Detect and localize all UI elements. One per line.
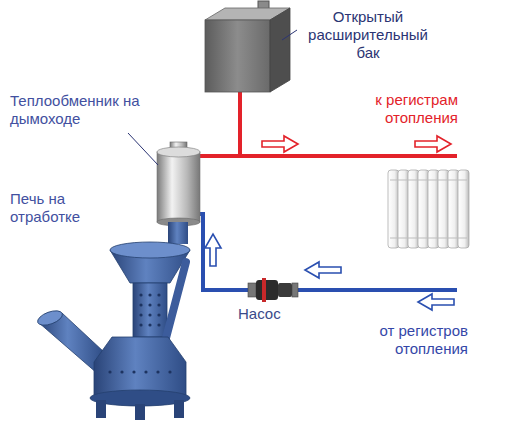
waste-oil-furnace-part: [135, 404, 145, 420]
chimney-heat-exchanger-part: [157, 152, 200, 222]
leader-line-part: [128, 133, 158, 165]
waste-oil-furnace-part: [133, 283, 167, 337]
flow-arrow-part: [415, 136, 451, 152]
waste-oil-furnace-part: [139, 293, 142, 296]
radiator-part: [390, 238, 467, 239]
return-label: от регистров отопления: [322, 322, 468, 358]
circulation-pump-part: [292, 283, 298, 297]
waste-oil-furnace-part: [110, 242, 190, 258]
waste-oil-furnace-part: [139, 303, 142, 306]
circulation-pump-part: [256, 280, 278, 300]
supply-pipe: [200, 92, 457, 156]
waste-oil-furnace-part: [157, 323, 160, 326]
flow-arrow: [262, 136, 451, 152]
leader-line-part: [282, 30, 297, 40]
flow-arrow-part: [205, 234, 221, 266]
leader-line: [128, 30, 297, 165]
furnace-label: Печь на отработке: [10, 190, 106, 226]
waste-oil-furnace-part: [148, 313, 151, 316]
waste-oil-furnace-part: [156, 370, 159, 373]
waste-oil-furnace-part: [36, 308, 65, 328]
waste-oil-furnace-part: [108, 370, 111, 373]
circulation-pump-part: [262, 278, 266, 302]
waste-oil-furnace-part: [157, 303, 160, 306]
radiator-part: [390, 180, 467, 181]
flow-arrow-part: [305, 262, 341, 278]
circulation-pump: [248, 278, 298, 302]
circulation-pump-part: [278, 283, 292, 297]
radiator-part: [458, 170, 469, 248]
radiator-part: [438, 170, 449, 248]
expansion-tank-part: [270, 8, 290, 92]
circulation-pump-part: [248, 283, 256, 297]
supply-pipe-part: [200, 92, 457, 156]
expansion-tank: [205, 1, 290, 92]
waste-oil-furnace-part: [148, 323, 151, 326]
flow-arrow: [205, 234, 454, 310]
pump-label: Насос: [238, 305, 308, 323]
waste-oil-furnace: [36, 222, 190, 420]
waste-oil-furnace-part: [139, 313, 142, 316]
waste-oil-furnace-part: [148, 293, 151, 296]
waste-oil-furnace-part: [144, 370, 147, 373]
waste-oil-furnace-part: [139, 323, 142, 326]
supply-label: к регистрам отопления: [312, 91, 458, 127]
waste-oil-furnace-part: [148, 303, 151, 306]
expansion-tank-part: [205, 20, 270, 92]
tank-label: Открытый расширительный бак: [302, 8, 434, 62]
waste-oil-furnace-part: [174, 400, 184, 418]
radiator: [388, 170, 469, 248]
radiator-part: [398, 170, 409, 248]
flow-arrow-part: [418, 294, 454, 310]
waste-oil-furnace-part: [120, 370, 123, 373]
waste-oil-furnace-part: [157, 313, 160, 316]
waste-oil-furnace-part: [166, 262, 186, 338]
waste-oil-furnace-part: [168, 222, 188, 244]
radiator-part: [448, 170, 459, 248]
waste-oil-furnace-part: [96, 400, 106, 418]
exchanger-label: Теплообменник на дымоходе: [10, 92, 142, 128]
waste-oil-furnace-part: [132, 370, 135, 373]
waste-oil-furnace-part: [168, 370, 171, 373]
waste-oil-furnace-part: [94, 337, 186, 396]
chimney-heat-exchanger-part: [157, 147, 200, 157]
chimney-heat-exchanger: [157, 142, 200, 226]
radiator-part: [408, 170, 419, 248]
radiator-part: [428, 170, 439, 248]
flow-arrow-part: [262, 136, 298, 152]
radiator-part: [388, 170, 399, 248]
radiator-part: [418, 170, 429, 248]
waste-oil-furnace-part: [157, 293, 160, 296]
